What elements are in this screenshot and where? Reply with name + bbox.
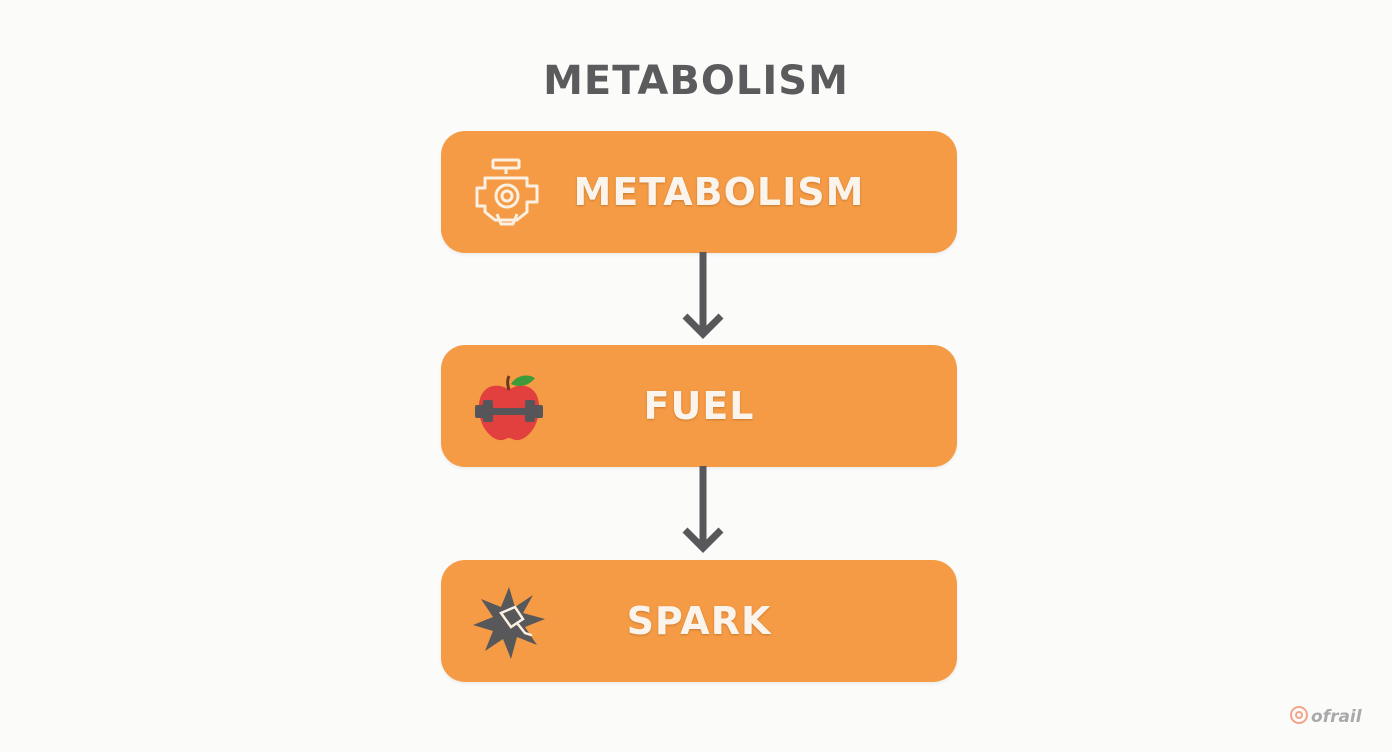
arrow-down-1 bbox=[681, 252, 725, 344]
step-label-fuel: FUEL bbox=[643, 384, 755, 428]
step-box-fuel: FUEL bbox=[441, 345, 957, 467]
watermark-text: ofrail bbox=[1311, 707, 1363, 727]
apple-dumbbell-icon bbox=[471, 370, 547, 446]
spark-plug-icon bbox=[471, 585, 547, 661]
step-label-spark: SPARK bbox=[626, 599, 772, 643]
step-box-spark: SPARK bbox=[441, 560, 957, 682]
watermark-logo: ofrail bbox=[1287, 702, 1383, 728]
step-box-metabolism: METABOLISM bbox=[441, 131, 957, 253]
engine-icon bbox=[471, 156, 547, 232]
arrow-down-2 bbox=[681, 466, 725, 558]
step-label-metabolism: METABOLISM bbox=[573, 170, 865, 214]
diagram-title: METABOLISM bbox=[543, 58, 849, 104]
